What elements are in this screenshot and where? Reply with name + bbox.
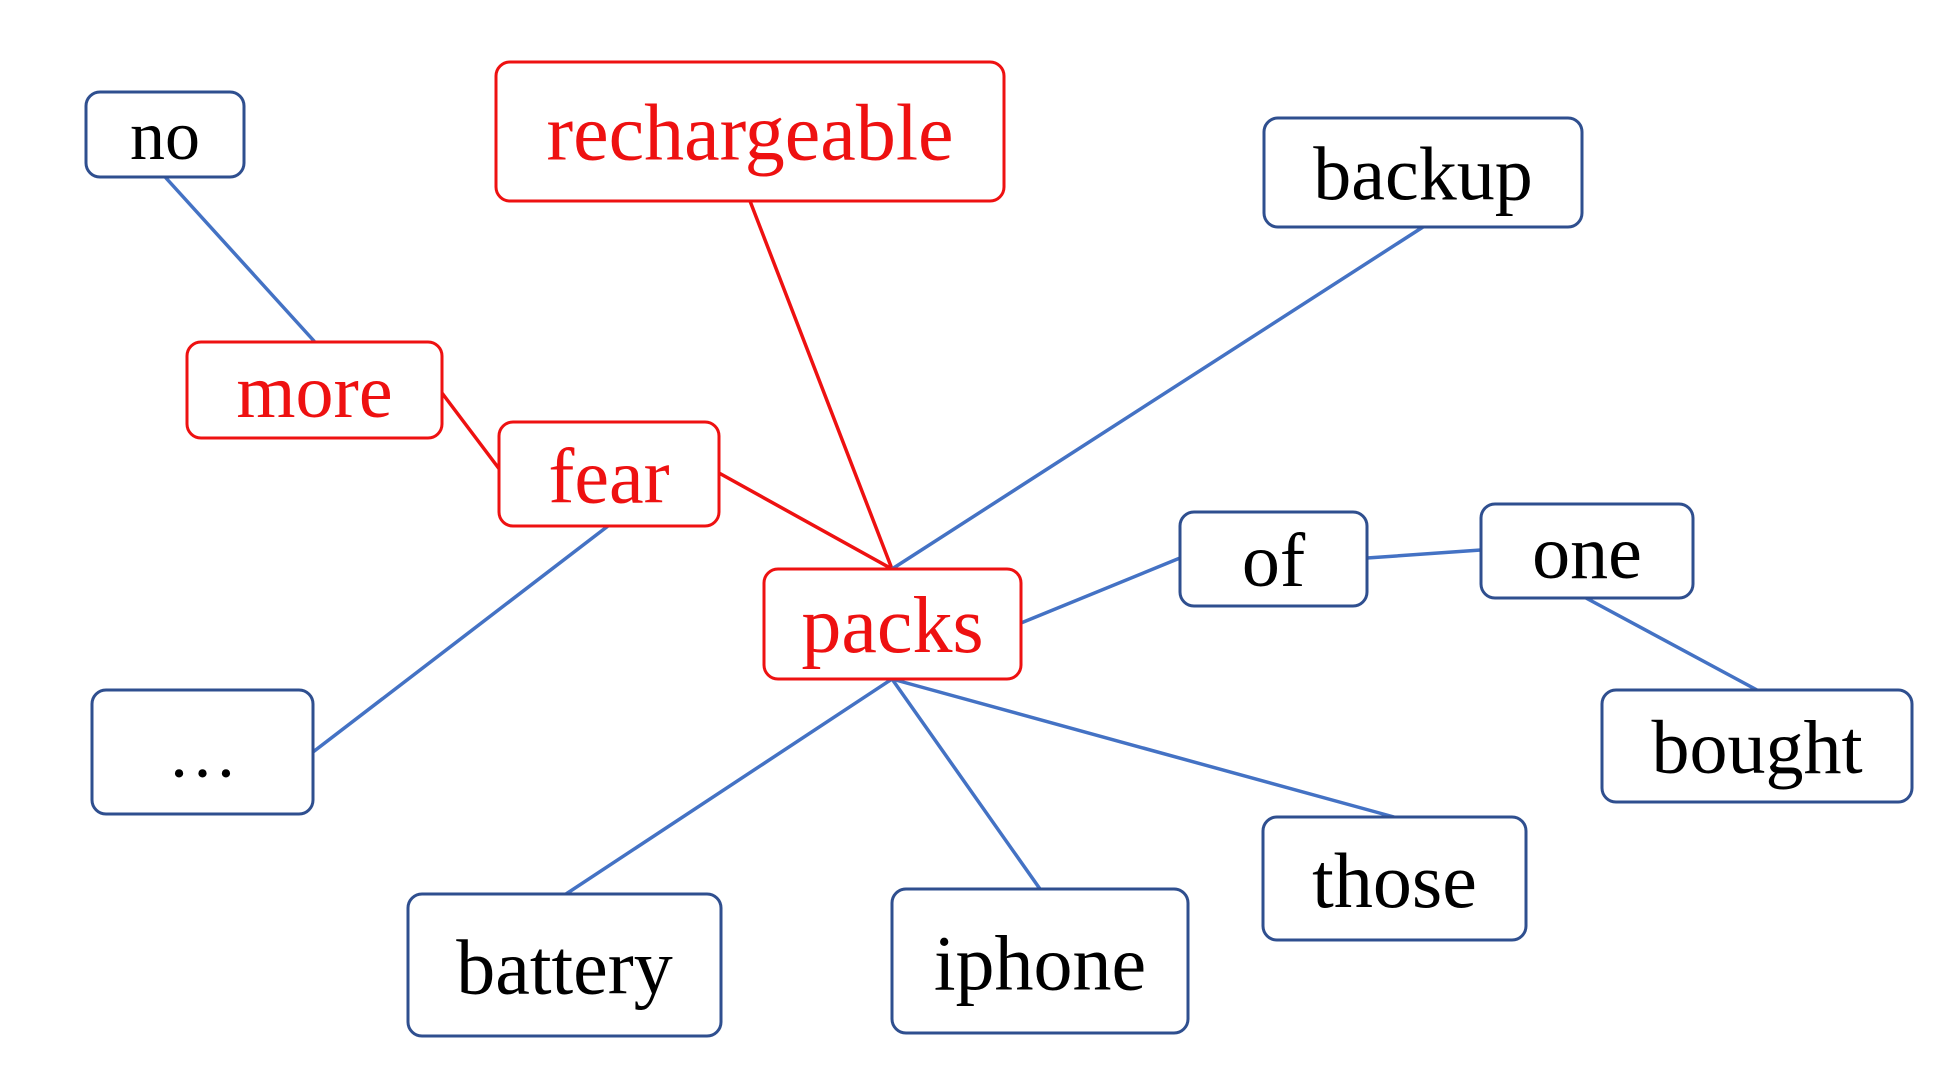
node-rechargeable: rechargeable	[494, 60, 1006, 203]
node-bought: bought	[1600, 688, 1914, 804]
node-fear: fear	[497, 420, 721, 528]
edge-more-fear	[440, 391, 502, 472]
edge-packs-iphone	[890, 677, 1042, 891]
edge-backup-packs	[890, 225, 1425, 571]
node-of: of	[1178, 510, 1369, 608]
node-ellipsis: …	[90, 688, 315, 816]
node-box-more	[185, 340, 444, 440]
node-label-those: those	[1312, 837, 1477, 924]
node-box-iphone	[890, 887, 1190, 1035]
node-iphone: iphone	[890, 887, 1190, 1035]
edge-fear-packs	[717, 471, 894, 571]
node-label-backup: backup	[1313, 133, 1532, 217]
edge-packs-those	[890, 677, 1396, 819]
node-label-ellipsis: …	[168, 716, 238, 793]
edges-layer	[164, 176, 1759, 896]
node-box-those	[1261, 815, 1528, 942]
node-label-one: one	[1532, 511, 1642, 595]
node-box-bought	[1600, 688, 1914, 804]
node-box-backup	[1262, 116, 1584, 229]
node-those: those	[1261, 815, 1528, 942]
edge-packs-battery	[564, 677, 894, 896]
node-one: one	[1479, 502, 1695, 600]
node-label-battery: battery	[456, 924, 673, 1011]
node-box-fear	[497, 420, 721, 528]
node-more: more	[185, 340, 444, 440]
edge-fear-ellipsis	[311, 524, 610, 754]
node-box-one	[1479, 502, 1695, 600]
edge-of-one	[1365, 548, 1483, 560]
node-label-of: of	[1242, 519, 1306, 603]
nodes-layer: no rechargeable backup more fear packs of one bo…	[84, 60, 1914, 1038]
node-box-no	[84, 90, 246, 179]
node-label-iphone: iphone	[934, 920, 1146, 1007]
edge-packs-of	[1019, 556, 1182, 625]
node-box-rechargeable	[494, 60, 1006, 203]
edge-one-bought	[1584, 596, 1759, 692]
node-label-more: more	[236, 350, 392, 434]
node-label-fear: fear	[548, 433, 669, 520]
node-box-battery	[406, 892, 723, 1038]
node-label-bought: bought	[1651, 706, 1862, 790]
edge-no-more	[164, 176, 316, 343]
node-box-packs	[762, 567, 1023, 681]
node-box-ellipsis	[90, 688, 315, 816]
node-label-rechargeable: rechargeable	[546, 90, 953, 178]
node-battery: battery	[406, 892, 723, 1038]
node-box-of	[1178, 510, 1369, 608]
edge-rechargeable-packs	[748, 199, 894, 571]
node-label-no: no	[130, 98, 200, 175]
node-label-packs: packs	[801, 582, 983, 670]
node-packs: packs	[762, 567, 1023, 681]
node-backup: backup	[1262, 116, 1584, 229]
node-no: no	[84, 90, 246, 179]
